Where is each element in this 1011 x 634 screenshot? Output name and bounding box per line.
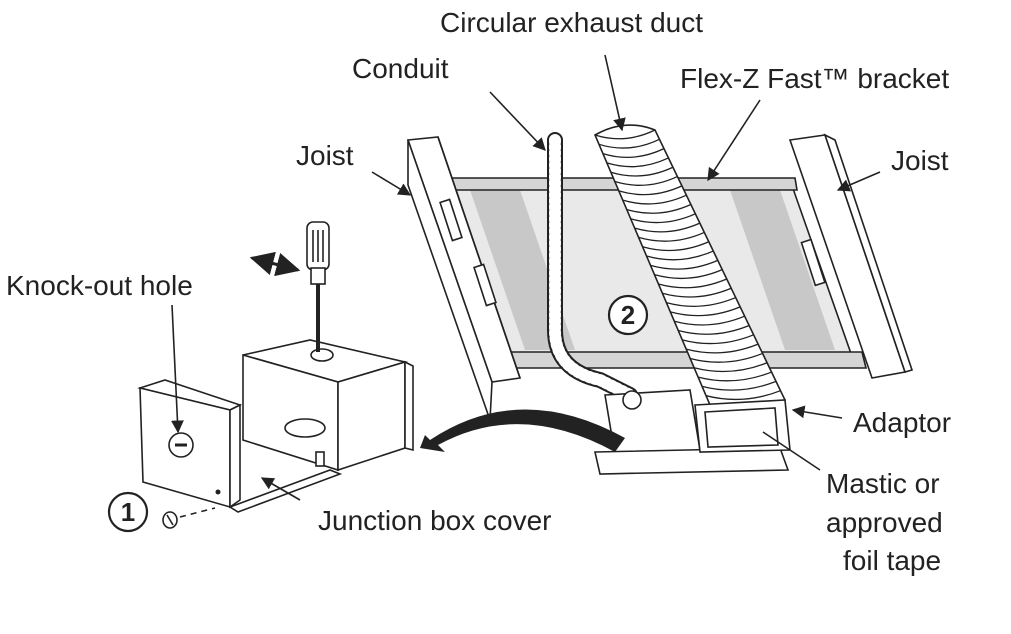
duct-rib	[646, 250, 714, 261]
duct-rib	[662, 287, 732, 298]
step-1-marker: 1	[107, 491, 149, 533]
junction-box	[242, 339, 414, 472]
duct-rib	[682, 334, 754, 345]
duct-rib	[678, 324, 750, 335]
label-knockout-hole: Knock-out hole	[6, 270, 193, 301]
duct-rib	[642, 241, 710, 252]
step-2-marker: 2	[607, 294, 649, 336]
screwdriver-icon	[306, 221, 330, 352]
joist-right	[788, 133, 914, 379]
label-joist-left: Joist	[296, 140, 354, 171]
duct-rib	[654, 269, 723, 280]
svg-text:2: 2	[621, 300, 635, 330]
duct-rib	[650, 259, 719, 270]
label-adaptor: Adaptor	[853, 407, 951, 438]
label-exhaust-duct: Circular exhaust duct	[440, 7, 703, 38]
duct-rib	[690, 352, 763, 363]
duct-rib	[630, 213, 696, 224]
move-arrow	[420, 409, 625, 452]
duct-rib	[686, 343, 759, 354]
duct-rib	[634, 222, 701, 233]
duct-rib	[705, 390, 781, 401]
screw-icon	[162, 507, 216, 529]
label-joist-right: Joist	[891, 145, 949, 176]
label-mastic-line2: approved	[826, 507, 943, 538]
label-conduit: Conduit	[352, 53, 449, 84]
duct-rib	[670, 306, 741, 317]
wiggle-arrow	[249, 251, 301, 277]
label-bracket: Flex-Z Fast™ bracket	[680, 63, 949, 94]
conduit	[547, 132, 638, 403]
duct-rib	[598, 138, 660, 149]
duct-rib	[697, 371, 772, 382]
duct-rib	[674, 315, 745, 326]
leader-lines	[171, 54, 881, 501]
duct-rib	[618, 185, 683, 196]
duct-rib	[693, 362, 768, 373]
duct-rib	[626, 203, 692, 214]
duct-rib	[701, 380, 777, 391]
duct-rib	[658, 278, 727, 289]
duct-rib	[666, 296, 736, 307]
label-junction-box-cover: Junction box cover	[318, 505, 551, 536]
duct-rib	[622, 194, 687, 205]
svg-text:1: 1	[121, 497, 135, 527]
fan-housing	[594, 389, 791, 475]
duct-rib	[610, 166, 674, 177]
duct-rib	[594, 129, 656, 140]
duct-rib	[614, 175, 678, 186]
duct-rib	[606, 157, 669, 168]
label-mastic-line1: Mastic or	[826, 468, 940, 499]
label-mastic-line3: foil tape	[843, 545, 941, 576]
duct-rib	[602, 148, 665, 158]
duct-rib	[638, 231, 705, 242]
